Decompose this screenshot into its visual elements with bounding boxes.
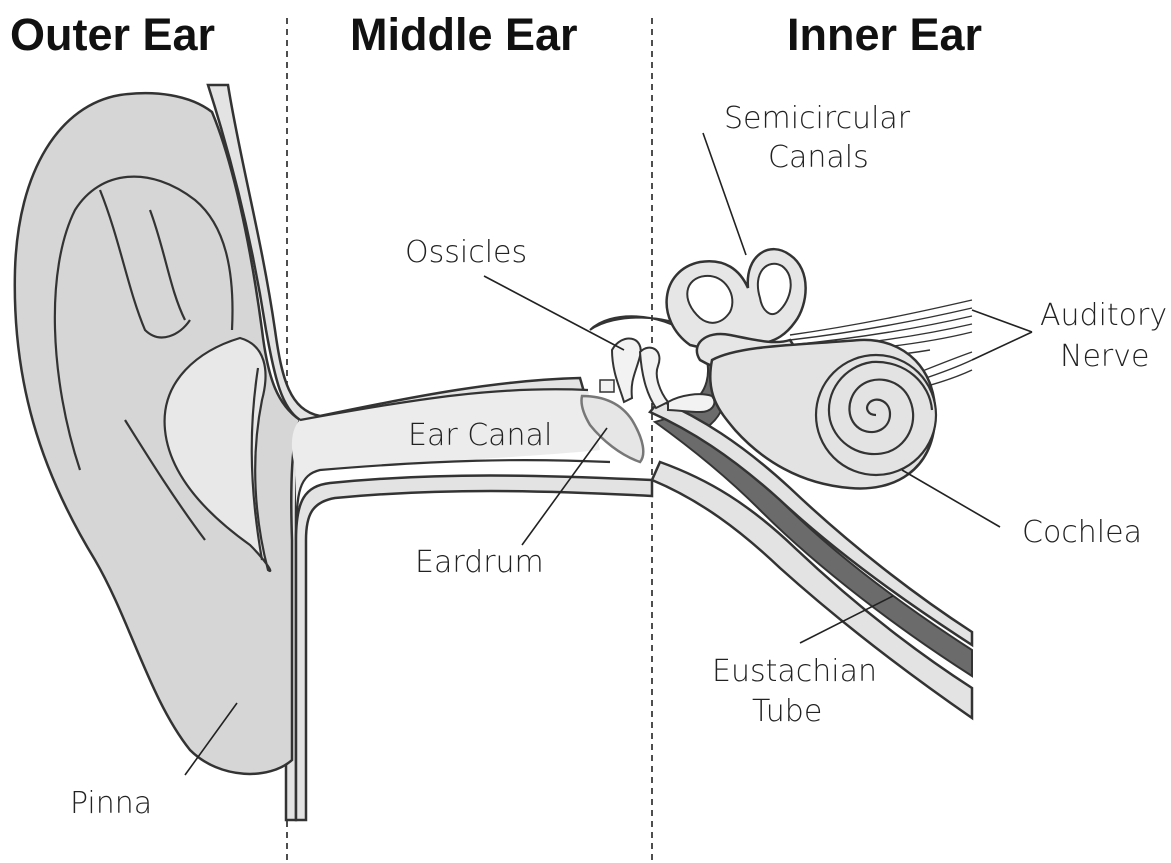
label-eustachian-1: Eustachian	[712, 654, 877, 689]
leader-auditory-1	[972, 310, 1032, 332]
leader-ossicles	[484, 276, 624, 350]
label-auditory-2: Nerve	[1060, 339, 1149, 374]
label-eardrum: Eardrum	[415, 545, 544, 580]
leader-cochlea	[902, 470, 1000, 527]
title-outer-ear: Outer Ear	[10, 9, 215, 60]
label-ossicles: Ossicles	[405, 235, 527, 270]
pinna	[15, 93, 300, 774]
label-auditory-1: Auditory	[1040, 298, 1167, 333]
label-cochlea: Cochlea	[1022, 515, 1142, 550]
leader-auditory-2	[972, 332, 1032, 360]
label-semicircular-2: Canals	[768, 140, 869, 175]
title-middle-ear: Middle Ear	[350, 9, 578, 60]
leader-semicircular	[703, 133, 746, 255]
label-semicircular-1: Semicircular	[724, 101, 911, 136]
label-ear-canal: Ear Canal	[408, 418, 552, 453]
label-eustachian-2: Tube	[752, 694, 822, 729]
canal-floor	[296, 476, 652, 821]
label-pinna: Pinna	[70, 786, 152, 821]
title-inner-ear: Inner Ear	[787, 9, 982, 60]
